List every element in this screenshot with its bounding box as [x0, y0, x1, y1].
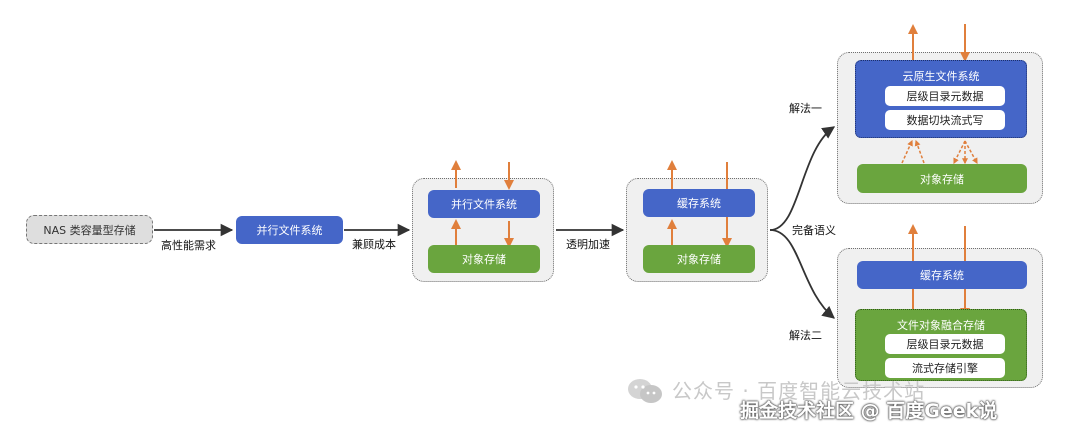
- g2-cache-system-node: 缓存系统: [643, 189, 755, 217]
- g3-object-storage-node: 对象存储: [857, 164, 1027, 193]
- file-object-fusion-title: 文件对象融合存储: [897, 319, 985, 332]
- label-solution-one: 解法一: [789, 102, 822, 115]
- s1-dashed-down-1: [953, 140, 966, 165]
- label-high-perf-demand: 高性能需求: [161, 239, 216, 252]
- g4-cache-system-node: 缓存系统: [857, 261, 1027, 289]
- label-solution-two: 解法二: [789, 329, 822, 342]
- edge-group2-to-solution-one: [769, 126, 836, 231]
- s1-dashed-up-1: [901, 139, 913, 164]
- hier-metadata-node-2: 层级目录元数据: [885, 334, 1005, 354]
- watermark-juejin: 掘金技术社区 @ 百度Geek说: [740, 400, 998, 422]
- g2-object-storage-node: 对象存储: [643, 245, 755, 273]
- g1-object-storage-node: 对象存储: [428, 245, 540, 273]
- label-transparent-accel: 透明加速: [566, 238, 610, 251]
- label-full-semantics: 完备语义: [792, 224, 836, 237]
- edge-group2-to-solution-two: [769, 229, 835, 319]
- s1-dashed-down-3: [964, 140, 978, 165]
- label-cost-balance: 兼顾成本: [352, 238, 396, 251]
- nas-storage-node: NAS 类容量型存储: [26, 215, 153, 244]
- wechat-icon: [626, 376, 664, 406]
- parallel-fs-node: 并行文件系统: [236, 216, 343, 244]
- data-chunk-stream-write-node: 数据切块流式写: [885, 110, 1005, 130]
- watermark-wechat-account: 公众号 · 百度智能云技术站: [672, 379, 926, 403]
- s1-dashed-up-2: [914, 139, 925, 164]
- stream-storage-engine-node: 流式存储引擎: [885, 358, 1005, 378]
- g1-parallel-fs-node: 并行文件系统: [428, 190, 540, 218]
- hier-metadata-node-1: 层级目录元数据: [885, 86, 1005, 106]
- cloud-native-fs-title: 云原生文件系统: [902, 70, 980, 83]
